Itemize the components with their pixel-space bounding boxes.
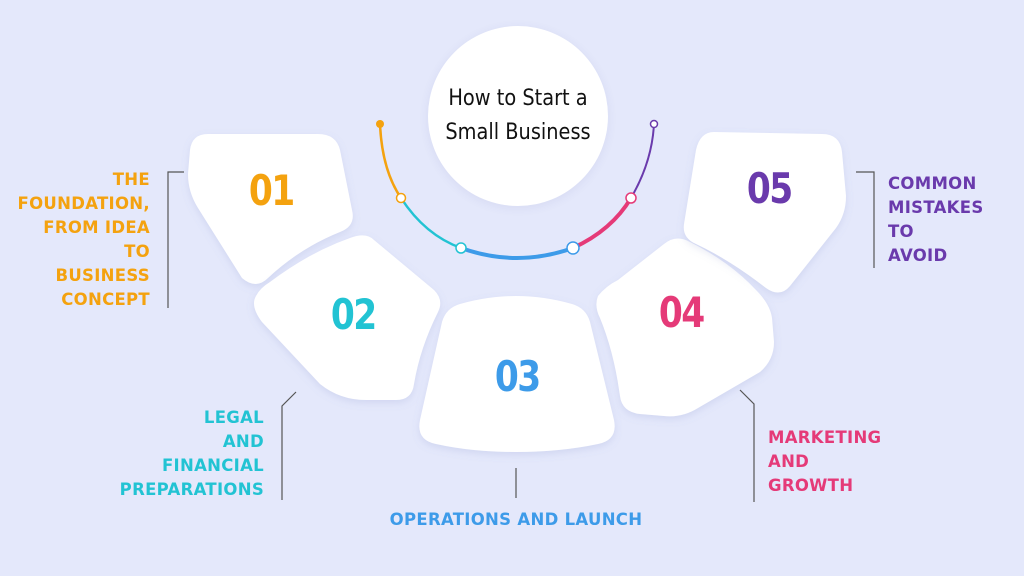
step-number-01: 01 [248, 166, 295, 215]
title-line-1: How to Start a [448, 86, 588, 111]
title-line-2: Small Business [445, 120, 591, 145]
bracket-01 [167, 171, 184, 308]
step-label-04: MARKETING AND GROWTH [768, 428, 882, 495]
title-circle [428, 26, 608, 206]
arc-orange [378, 123, 403, 199]
step-label-03: OPERATIONS AND LAUNCH [389, 510, 643, 529]
step-label-02: LEGAL AND FINANCIAL PREPARATIONS [119, 408, 264, 499]
arc-blue [460, 246, 574, 260]
step-label-01: THE FOUNDATION, FROM IDEA TO BUSINESS CO… [17, 170, 150, 309]
arc-dot-2 [455, 242, 467, 254]
arc-dot-end [649, 119, 659, 129]
arc-pink [572, 196, 633, 250]
arc-dot-1 [395, 192, 407, 204]
step-number-04: 04 [658, 288, 705, 337]
segment-01 [188, 134, 353, 284]
arc-dot-4 [625, 192, 637, 204]
page-title: How to Start a Small Business [439, 82, 597, 150]
arc-teal [399, 197, 462, 250]
step-label-05: COMMON MISTAKES TO AVOID [888, 174, 984, 265]
segment-03 [419, 296, 615, 452]
bracket-04 [739, 389, 755, 502]
arc-dot-start [376, 120, 384, 128]
arc-dot-3 [566, 241, 580, 255]
segment-04 [596, 238, 774, 417]
step-number-03: 03 [494, 352, 541, 401]
arc-purple [630, 123, 655, 199]
step-number-02: 02 [330, 290, 377, 339]
segment-02 [254, 235, 441, 400]
bracket-05 [856, 171, 875, 268]
bracket-02 [281, 391, 297, 500]
segment-05 [683, 132, 846, 293]
step-number-05: 05 [746, 164, 793, 213]
